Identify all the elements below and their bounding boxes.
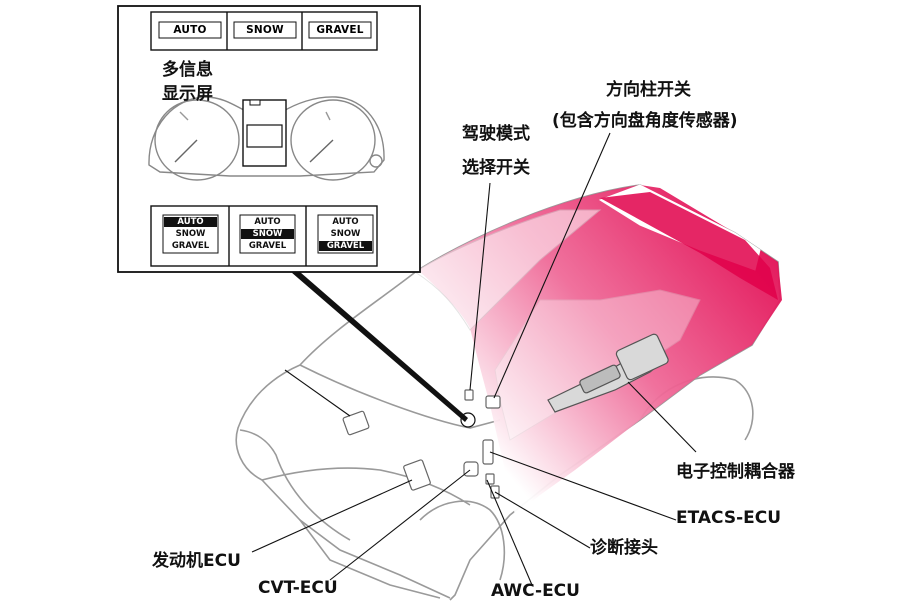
screen3-row-snow: SNOW [319, 229, 372, 239]
steering-column [547, 333, 669, 413]
components [342, 389, 501, 499]
label-steering-line1: 方向柱开关 [606, 80, 691, 100]
screen3-row-auto: AUTO [319, 217, 372, 227]
label-cvt: CVT-ECU [258, 578, 338, 598]
label-diag: 诊断接头 [590, 538, 658, 558]
awc-module [485, 473, 495, 485]
label-drive-mode-line2: 选择开关 [462, 158, 530, 178]
screen1-row-snow: SNOW [164, 229, 217, 239]
column-switch [485, 395, 501, 409]
snow-button: SNOW [246, 24, 284, 36]
display-label-line2: 显示屏 [162, 84, 213, 104]
screen1-row-auto: AUTO [164, 217, 217, 227]
engine-ecu-box [342, 410, 370, 436]
label-etacs: ETACS-ECU [676, 508, 782, 528]
display-label-line1: 多信息 [162, 60, 213, 80]
screen1-row-gravel: GRAVEL [164, 241, 217, 251]
screen2-row-snow: SNOW [241, 229, 294, 239]
leader-lines [217, 107, 697, 586]
auto-button: AUTO [173, 24, 207, 36]
screen2-row-gravel: GRAVEL [241, 241, 294, 251]
label-coupling: 电子控制耦合器 [676, 462, 795, 482]
drive-mode-switch [464, 389, 474, 401]
label-awc: AWC-ECU [491, 581, 580, 601]
gravel-button: GRAVEL [316, 24, 364, 36]
car-body-red [414, 184, 782, 515]
screen2-row-auto: AUTO [241, 217, 294, 227]
cvt-module [463, 461, 479, 477]
callout-funnel [291, 272, 468, 422]
ecu-module [403, 459, 431, 491]
label-drive-mode-line1: 驾驶模式 [462, 124, 530, 144]
label-steering-line2: (包含方向盘角度传感器) [552, 111, 738, 131]
screen3-row-gravel: GRAVEL [319, 241, 372, 251]
etacs-module [482, 439, 494, 465]
top-button-bar [150, 11, 378, 51]
label-engine: 发动机ECU [152, 551, 241, 571]
